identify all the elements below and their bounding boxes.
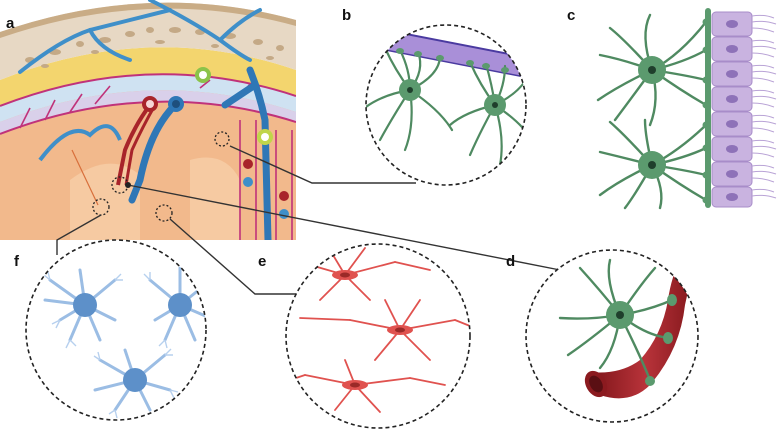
panel-b-circle (365, 24, 527, 186)
panel-c-ependymal (596, 8, 777, 210)
panel-f-circle (25, 239, 207, 421)
panel-label-b: b (342, 7, 351, 24)
panel-d-circle (525, 249, 699, 423)
panel-label-a: a (6, 15, 15, 32)
panel-a-brain-section (0, 0, 296, 240)
connector-dot (125, 182, 131, 188)
panel-e-circle (285, 243, 471, 429)
panel-label-c: c (567, 7, 575, 24)
panel-label-f: f (14, 253, 20, 270)
panel-label-d: d (506, 253, 515, 270)
panel-label-e: e (258, 253, 266, 270)
connector-lines (56, 145, 561, 295)
